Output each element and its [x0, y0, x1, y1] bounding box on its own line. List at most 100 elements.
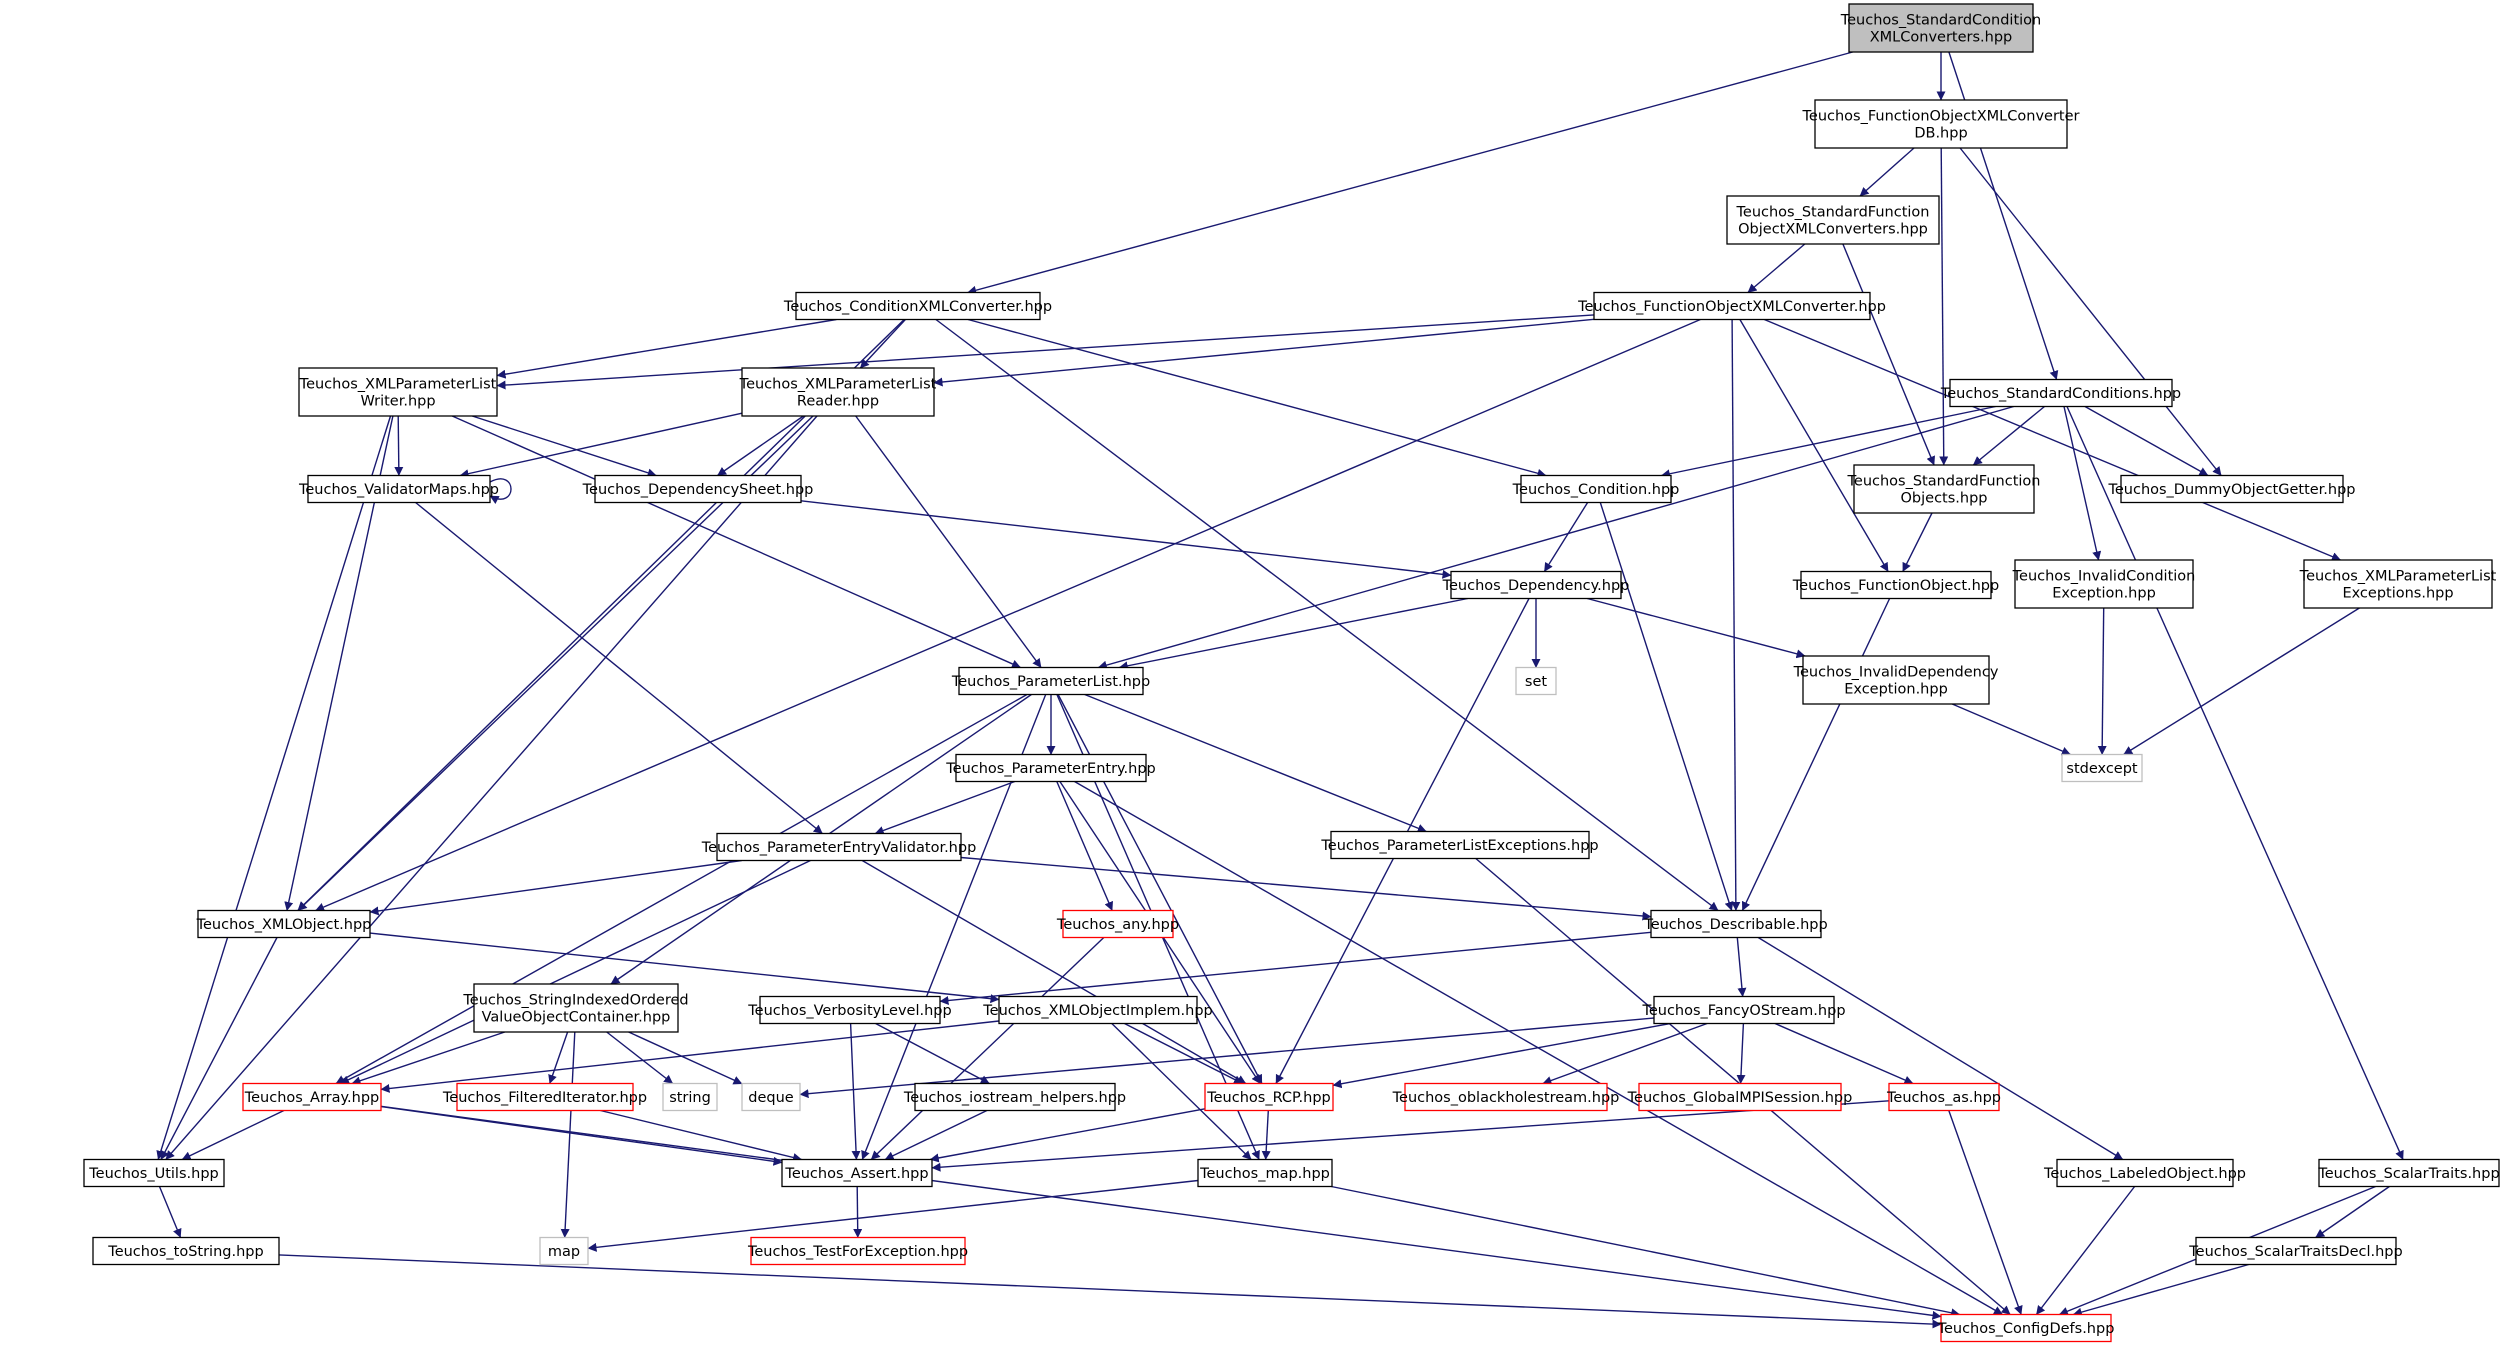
edge-depsheet-to-dependency — [800, 500, 1452, 579]
edge-dependency-to-invdep — [1587, 597, 1806, 659]
node-testexc[interactable]: Teuchos_TestForException.hpp — [747, 1236, 968, 1266]
node-label: stdexcept — [2066, 761, 2138, 777]
node-root[interactable]: Teuchos_StandardConditionXMLConverters.h… — [1840, 3, 2042, 53]
node-pev[interactable]: Teuchos_ParameterEntryValidator.hpp — [701, 832, 977, 862]
node-rcp[interactable]: Teuchos_RCP.hpp — [1204, 1082, 1334, 1112]
node-verb[interactable]: Teuchos_VerbosityLevel.hpp — [747, 995, 952, 1025]
node-labeled[interactable]: Teuchos_LabeledObject.hpp — [2043, 1158, 2246, 1188]
edge-pev-to-array — [340, 859, 811, 1085]
edge-condition-to-describable — [1599, 502, 1734, 911]
node-tostring[interactable]: Teuchos_toString.hpp — [92, 1236, 280, 1266]
edge-condconv-to-xplwriter — [496, 318, 837, 379]
edge-siovoc-to-map — [560, 1031, 576, 1238]
node-box — [741, 367, 935, 417]
node-iohelp[interactable]: Teuchos_iostream_helpers.hpp — [903, 1082, 1126, 1112]
node-box — [1204, 1082, 1334, 1112]
node-box — [781, 1158, 933, 1188]
edge-fobjconvdb-to-stdfobjconv — [1859, 147, 1915, 197]
node-label: Teuchos_Utils.hpp — [88, 1166, 218, 1182]
node-plexc[interactable]: Teuchos_ParameterListExceptions.hpp — [1320, 830, 1599, 860]
node-stdcond[interactable]: Teuchos_StandardConditions.hpp — [1940, 378, 2181, 408]
edge-stdcond-to-stdfobj — [1972, 405, 2045, 466]
node-label: Exceptions.hpp — [2342, 586, 2453, 602]
node-label: XMLConverters.hpp — [1870, 30, 2013, 46]
node-xmlimpl[interactable]: Teuchos_XMLObjectImplem.hpp — [982, 995, 1213, 1025]
node-box — [2195, 1236, 2397, 1266]
node-map_hpp[interactable]: Teuchos_map.hpp — [1197, 1158, 1333, 1188]
node-plist[interactable]: Teuchos_ParameterList.hpp — [951, 666, 1150, 696]
edge-xplreader-to-depsheet — [717, 415, 804, 477]
node-label: Teuchos_Dependency.hpp — [1442, 578, 1630, 594]
edge-xmlimpl-to-array — [380, 1020, 1000, 1093]
node-stdfobjconv[interactable]: Teuchos_StandardFunctionObjectXMLConvert… — [1726, 195, 1940, 245]
edge-any-to-assert — [870, 936, 1105, 1161]
node-scalardecl[interactable]: Teuchos_ScalarTraitsDecl.hpp — [2188, 1236, 2403, 1266]
node-condconv[interactable]: Teuchos_ConditionXMLConverter.hpp — [783, 291, 1052, 321]
node-label: Teuchos_as.hpp — [1886, 1090, 2001, 1106]
node-utils[interactable]: Teuchos_Utils.hpp — [83, 1158, 225, 1188]
node-fancy[interactable]: Teuchos_FancyOStream.hpp — [1641, 995, 1846, 1025]
node-label: set — [1525, 674, 1547, 690]
edge-as-to-config — [1948, 1110, 2023, 1315]
edge-root-to-condconv — [967, 51, 1853, 295]
node-label: map — [548, 1244, 580, 1260]
node-box — [1330, 830, 1590, 860]
node-assert[interactable]: Teuchos_Assert.hpp — [781, 1158, 933, 1188]
node-box — [539, 1236, 589, 1266]
edge-stdfobjconv-to-stdfobj — [1842, 243, 1935, 466]
node-filtered[interactable]: Teuchos_FilteredIterator.hpp — [442, 1082, 647, 1112]
node-describable[interactable]: Teuchos_Describable.hpp — [1643, 909, 1828, 939]
node-pentry[interactable]: Teuchos_ParameterEntry.hpp — [945, 753, 1156, 783]
node-box — [92, 1236, 280, 1266]
node-box — [1593, 291, 1871, 321]
edge-xplwriter-to-depsheet — [471, 415, 657, 478]
node-condition[interactable]: Teuchos_Condition.hpp — [1512, 474, 1680, 504]
edge-array-to-config — [380, 1105, 1942, 1320]
node-any[interactable]: Teuchos_any.hpp — [1056, 909, 1179, 939]
node-label: Teuchos_FilteredIterator.hpp — [442, 1090, 647, 1106]
edge-xplreader-to-valmaps — [459, 412, 743, 479]
node-box — [2056, 1158, 2234, 1188]
node-box — [759, 995, 941, 1025]
node-dependency[interactable]: Teuchos_Dependency.hpp — [1442, 570, 1630, 600]
node-valmaps[interactable]: Teuchos_ValidatorMaps.hpp — [298, 474, 499, 504]
edge-stdfobjconv-to-fobjconv — [1747, 243, 1806, 294]
edge-describable-to-fancy — [1736, 937, 1747, 997]
edge-xplwriter-to-plist — [451, 415, 1021, 669]
edge-invdep-to-stdexcept — [1951, 703, 2071, 756]
node-array[interactable]: Teuchos_Array.hpp — [242, 1082, 382, 1112]
node-fobjconv[interactable]: Teuchos_FunctionObjectXMLConverter.hpp — [1577, 291, 1886, 321]
node-box — [83, 1158, 225, 1188]
node-as[interactable]: Teuchos_as.hpp — [1886, 1082, 2001, 1112]
edge-valmaps-to-valmaps — [489, 478, 512, 504]
node-box — [662, 1082, 718, 1112]
edge-plist-to-plexc — [1084, 693, 1427, 833]
node-box — [1638, 1082, 1842, 1112]
node-label: Teuchos_map.hpp — [1199, 1166, 1330, 1182]
node-gmpi[interactable]: Teuchos_GlobalMPISession.hpp — [1627, 1082, 1853, 1112]
node-fobj[interactable]: Teuchos_FunctionObject.hpp — [1792, 570, 1999, 600]
node-label: Teuchos_LabeledObject.hpp — [2043, 1166, 2246, 1182]
node-dummy[interactable]: Teuchos_DummyObjectGetter.hpp — [2107, 474, 2356, 504]
node-scalar[interactable]: Teuchos_ScalarTraits.hpp — [2317, 1158, 2500, 1188]
edge-xmlimpl-to-rcp — [1124, 1022, 1243, 1085]
edge-pentry-to-any — [1056, 781, 1113, 911]
nodes-layer: Teuchos_StandardConditionXMLConverters.h… — [83, 3, 2500, 1343]
node-box — [456, 1082, 634, 1112]
node-oblack[interactable]: Teuchos_oblackholestream.hpp — [1392, 1082, 1620, 1112]
node-config[interactable]: Teuchos_ConfigDefs.hpp — [1937, 1313, 2115, 1343]
node-label: Teuchos_Condition.hpp — [1512, 482, 1680, 498]
edge-map_hpp-to-config — [1331, 1185, 1961, 1318]
node-depsheet[interactable]: Teuchos_DependencySheet.hpp — [582, 474, 814, 504]
edge-stdcond-to-condition — [1660, 405, 1996, 479]
node-xmlobj[interactable]: Teuchos_XMLObject.hpp — [196, 909, 372, 939]
node-label: Teuchos_FunctionObject.hpp — [1792, 578, 1999, 594]
node-siovoc[interactable]: Teuchos_StringIndexedOrderedValueObjectC… — [462, 983, 689, 1033]
